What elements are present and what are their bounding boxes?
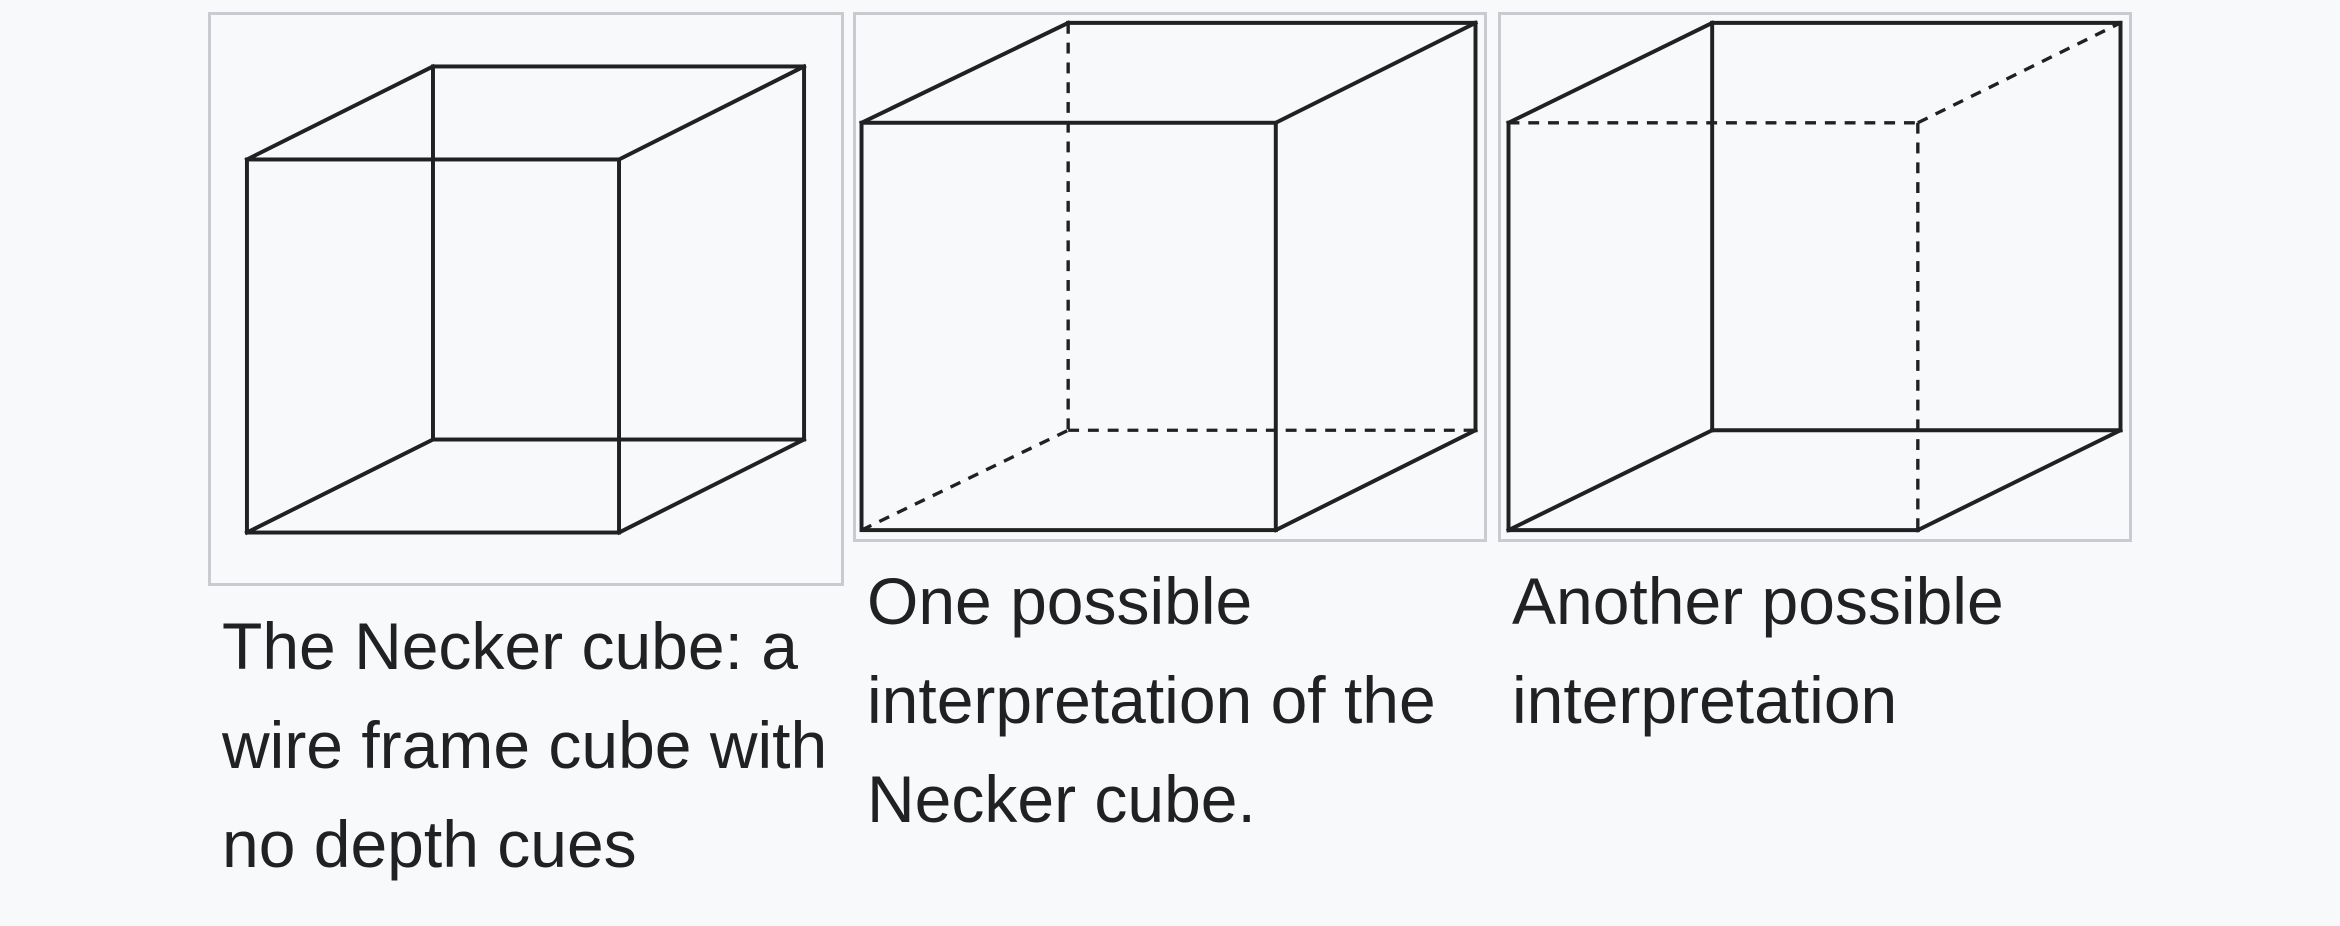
hidden-edge-diagonal	[1917, 21, 2122, 125]
front-face	[859, 120, 1278, 533]
interpretation-two-caption: Another possible interpretation	[1512, 564, 2004, 737]
interpretation-one-image[interactable]	[853, 12, 1487, 542]
edge-bottom-right	[616, 436, 807, 536]
edge-top-right	[1273, 20, 1479, 126]
edge-bottom-right	[1273, 427, 1479, 533]
necker-cube-caption: The Necker cube: a wire frame cube with …	[222, 609, 828, 881]
necker-cube-figure	[244, 63, 807, 536]
edge-bottom-left	[244, 436, 436, 536]
necker-cube-image[interactable]	[208, 12, 844, 586]
interpretation-one-figure	[858, 20, 1479, 533]
hidden-edge-diagonal	[860, 428, 1069, 532]
interpretation-two-figure	[1505, 20, 2124, 533]
edge-top-left	[1505, 20, 1715, 126]
back-face	[431, 64, 807, 442]
edge-bottom-left	[1505, 427, 1715, 533]
edge-top-left	[244, 63, 436, 163]
edge-top-right	[616, 63, 807, 163]
interpretation-two-image[interactable]	[1498, 12, 2132, 542]
interpretation-one-caption: One possible interpretation of the Necke…	[867, 564, 1436, 836]
edge-top-left	[858, 20, 1071, 126]
edge-bottom-right	[1915, 427, 2124, 533]
